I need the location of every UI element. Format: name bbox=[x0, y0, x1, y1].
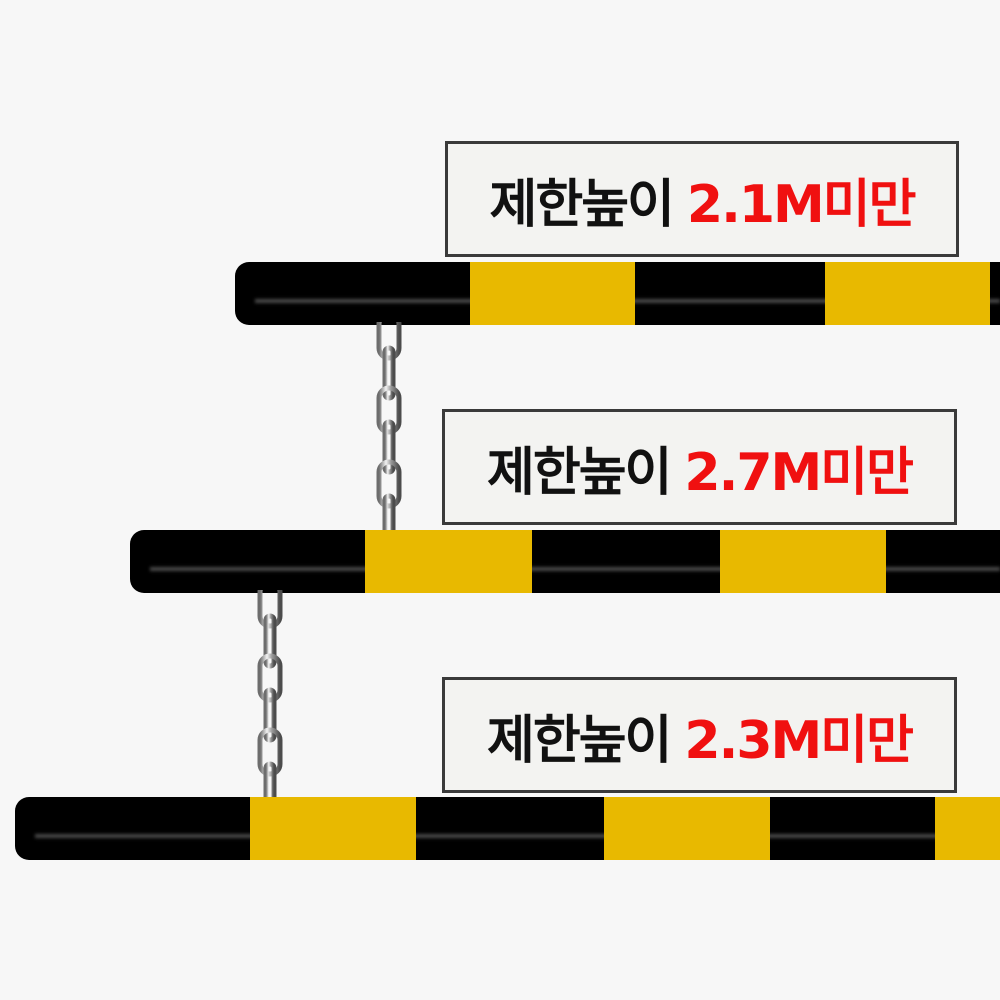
sign-label: 제한높이 bbox=[487, 442, 672, 503]
sign-value: 2.7M미만 bbox=[684, 442, 914, 503]
sign-value: 2.1M미만 bbox=[686, 174, 917, 235]
sign-label: 제한높이 bbox=[487, 710, 672, 771]
bar-highlight bbox=[150, 566, 1000, 572]
yellow-stripe bbox=[935, 797, 1000, 860]
yellow-stripe bbox=[365, 530, 532, 593]
barrier-bar-3 bbox=[15, 797, 1000, 860]
yellow-stripe bbox=[825, 262, 990, 325]
sign-value: 2.3M미만 bbox=[684, 710, 914, 771]
chain-icon bbox=[257, 590, 283, 802]
yellow-stripe bbox=[250, 797, 416, 860]
yellow-stripe bbox=[470, 262, 635, 325]
yellow-stripe bbox=[720, 530, 886, 593]
yellow-stripe bbox=[604, 797, 770, 860]
height-limit-sign-2: 제한높이 2.7M미만 bbox=[442, 409, 957, 525]
barrier-bar-2 bbox=[130, 530, 1000, 593]
height-limit-sign-1: 제한높이 2.1M미만 bbox=[445, 141, 959, 257]
sign-label: 제한높이 bbox=[489, 174, 675, 235]
height-limit-sign-3: 제한높이 2.3M미만 bbox=[442, 677, 957, 793]
barrier-bar-1 bbox=[235, 262, 1000, 325]
bar-highlight bbox=[35, 833, 1000, 839]
chain-icon bbox=[376, 322, 402, 534]
